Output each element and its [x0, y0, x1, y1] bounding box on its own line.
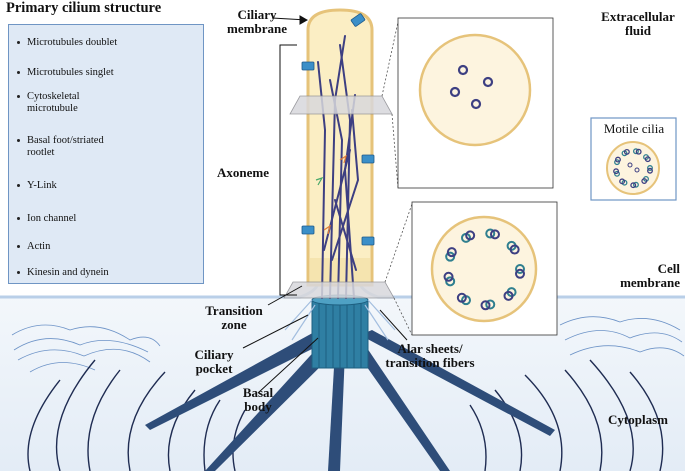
microtubule-doublet-a	[633, 181, 639, 188]
microtubule-doublet-b	[509, 244, 520, 255]
basal-body-label: Basal body	[242, 385, 274, 414]
legend-label: Microtubules doublet	[27, 37, 118, 48]
ciliary-membrane-label: Ciliary membrane	[227, 7, 287, 36]
bullet-icon	[17, 217, 20, 221]
microtubule-doublet-b	[619, 178, 626, 185]
actin-network-right	[559, 316, 685, 357]
legend-item: Cytoskeletal microtubule	[17, 91, 109, 115]
bullet-icon	[17, 71, 20, 75]
motile-cilia-panel	[590, 117, 677, 201]
alar-sheets-label: Alar sheets/ transition fibers	[385, 341, 475, 370]
transition-zone-cross-section	[411, 201, 558, 336]
motile-cilia-label: Motile cilia	[603, 121, 665, 136]
legend-item: Actin	[17, 241, 50, 253]
bullet-icon	[17, 95, 20, 99]
microtubule-doublet-a	[647, 165, 653, 171]
bullet-icon	[17, 41, 20, 45]
section-planes	[283, 95, 395, 299]
zoom-connectors	[381, 21, 413, 336]
basal-body	[311, 294, 369, 369]
legend-label: Y-Link	[27, 180, 57, 191]
basal-feet	[145, 330, 555, 471]
legend-label: Actin	[27, 241, 51, 252]
bullet-icon	[17, 184, 20, 188]
microtubule-doublet-a	[485, 228, 496, 239]
legend-label: Microtubules singlet	[27, 67, 114, 78]
cell-membrane-label: Cell membrane	[620, 261, 680, 290]
microtubule-doublet-b	[480, 300, 491, 311]
microtubule-doublet-a	[515, 264, 525, 274]
legend-item: Basal foot/striated rootlet	[17, 135, 127, 159]
transition-fibers	[284, 299, 396, 341]
motor-proteins	[315, 154, 348, 235]
bullet-icon	[17, 271, 20, 275]
axoneme-microtubules	[317, 35, 360, 299]
microtubule-doublet-b	[613, 168, 620, 175]
microtubule-doublet-b	[456, 292, 467, 303]
legend-item: Microtubules doublet	[17, 37, 117, 49]
legend-label: Kinesin and dynein	[27, 267, 109, 278]
microtubule-doublet-a	[445, 251, 456, 262]
microtubule-doublet-b	[615, 156, 621, 163]
extracellular-fluid-label: Extracellular fluid	[601, 9, 675, 38]
ion-channels	[301, 13, 375, 246]
legend-box: Microtubules doublet Microtubules single…	[8, 24, 204, 284]
microtubule-doublet-b	[647, 167, 653, 174]
legend-item: Y-Link	[17, 180, 57, 192]
microtubule-doublet-b	[641, 178, 648, 184]
diagram-title: Primary cilium structure	[6, 0, 162, 16]
microtubule-doublet-b	[446, 247, 457, 258]
transition-zone-label: Transition zone	[205, 303, 263, 332]
microtubule-doublet-b	[465, 230, 476, 241]
cytoplasm-label: Cytoplasm	[608, 412, 668, 427]
microtubule-doublet-b	[503, 290, 514, 301]
legend-label: Ion channel	[27, 213, 77, 224]
microtubule-doublet-b	[443, 271, 454, 282]
legend-label: Cytoskeletal microtubule	[27, 91, 80, 114]
microtubule-doublet-a	[633, 148, 639, 155]
legend-item: Kinesin and dynein	[17, 267, 109, 279]
microtubule-doublet-b	[489, 229, 500, 240]
microtubule-doublet-b	[630, 182, 637, 189]
leader-lines	[242, 15, 408, 394]
axoneme-cross-section-distal	[397, 17, 554, 189]
microtubule-doublet-a	[445, 276, 456, 287]
legend-item: Ion channel	[17, 213, 76, 225]
microtubule-doublet-b	[644, 156, 651, 163]
ciliary-pocket-label: Ciliary pocket	[194, 347, 234, 376]
bullet-icon	[17, 245, 20, 249]
microtubule-doublet-b	[515, 268, 526, 279]
bullet-icon	[17, 139, 20, 143]
legend-label: Basal foot/striated rootlet	[27, 135, 104, 158]
axoneme-label: Axoneme	[217, 165, 269, 180]
microtubule-doublet-a	[485, 299, 496, 310]
microtubule-doublet-b	[635, 148, 642, 155]
microtubule-doublet-b	[623, 148, 630, 155]
legend-item: Microtubules singlet	[17, 67, 114, 79]
